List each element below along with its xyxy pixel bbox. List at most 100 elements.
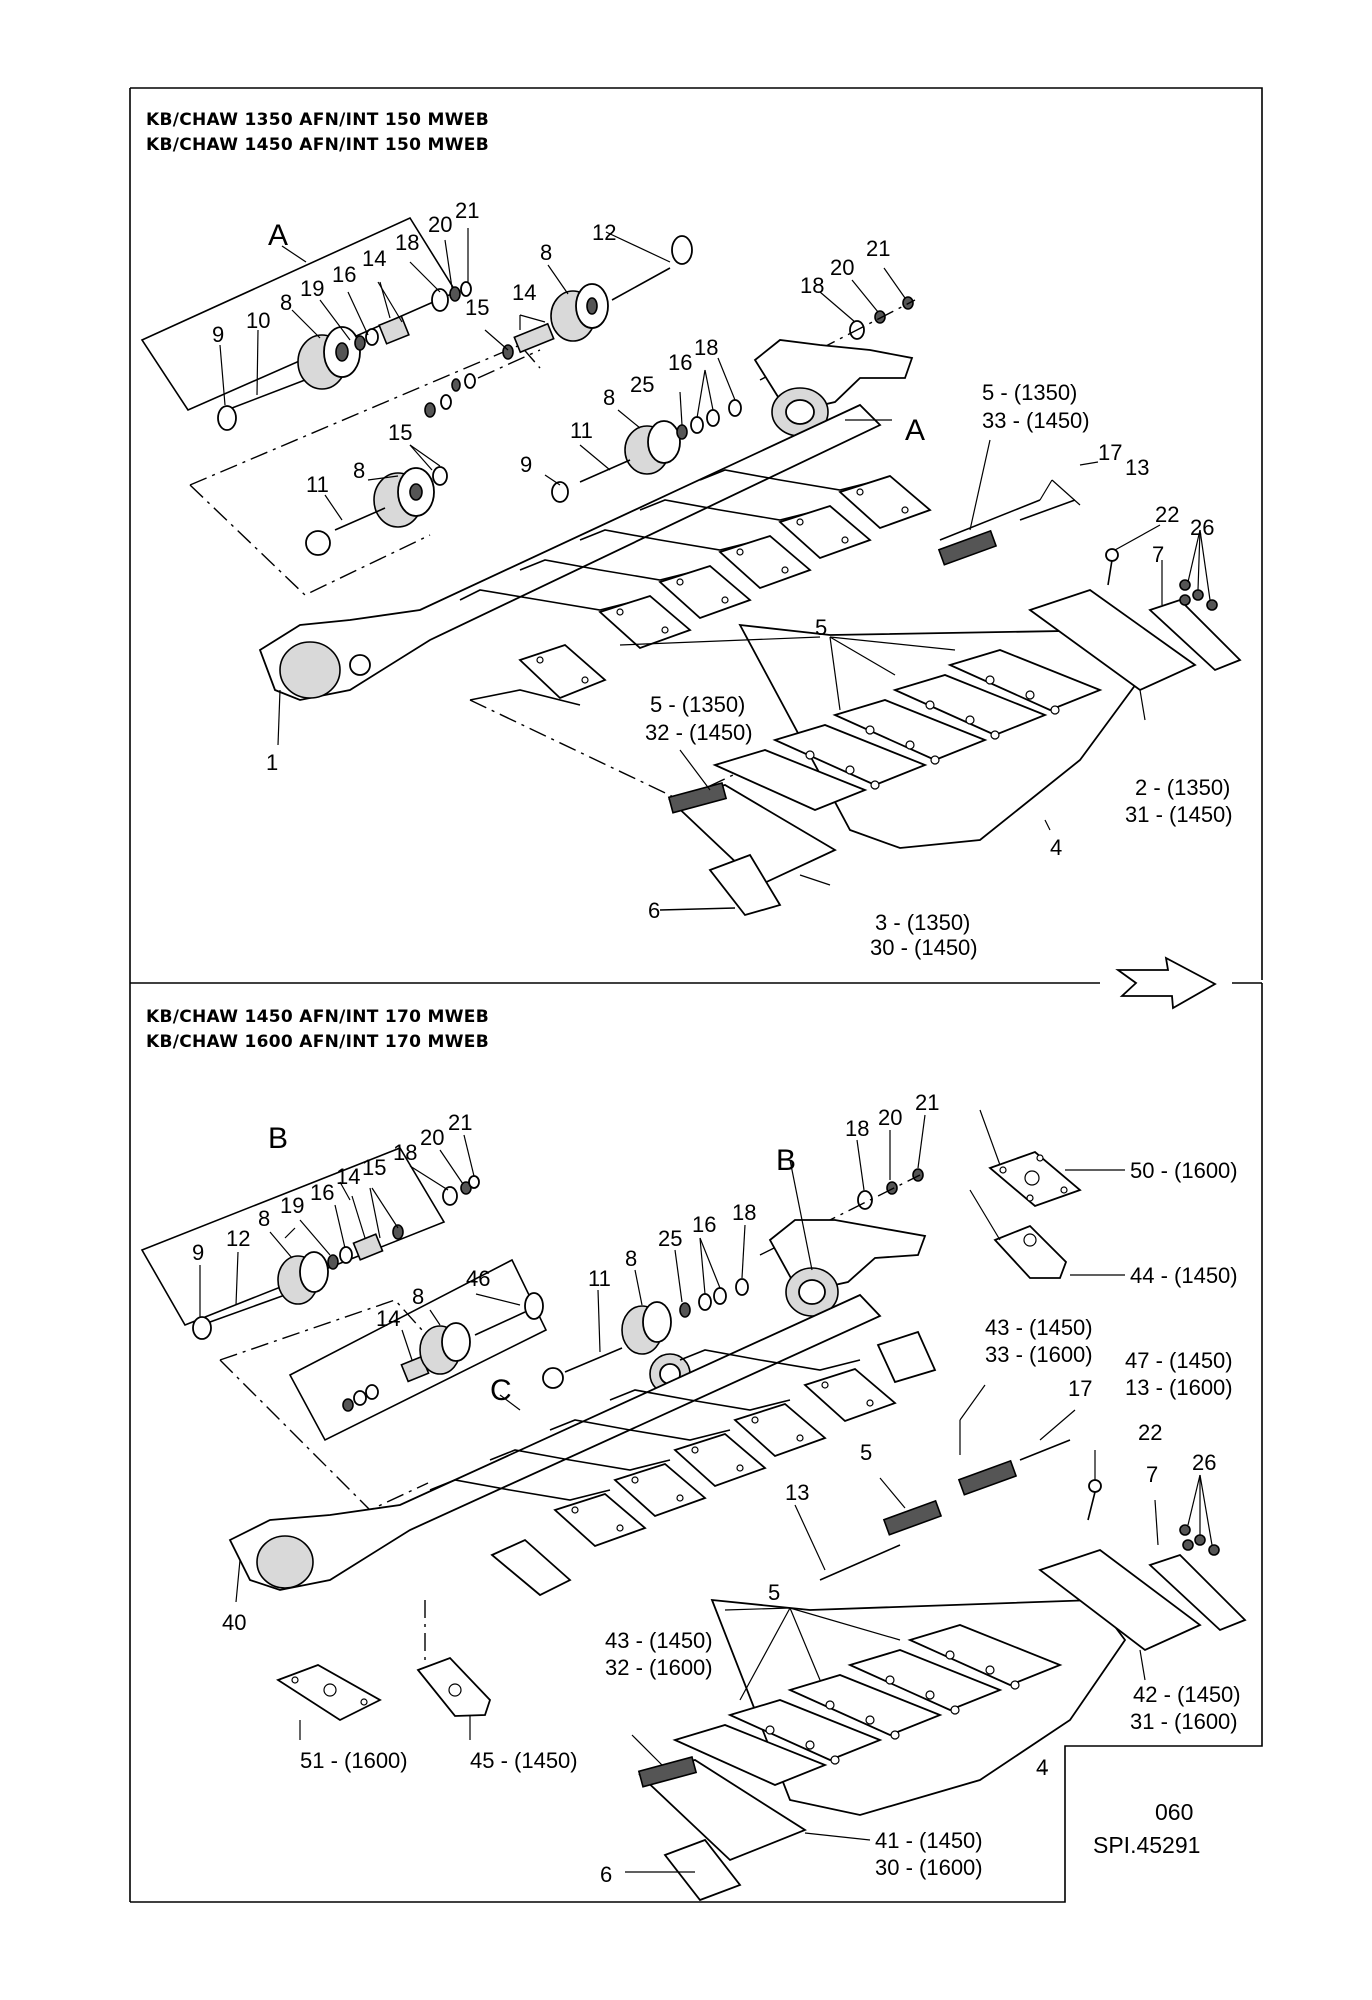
- main-beam-bottom: [228, 1293, 882, 1591]
- label-11-mid: 11: [570, 418, 593, 443]
- roller-8-top-left: [297, 326, 361, 390]
- label-19: 19: [280, 1193, 304, 1218]
- labels-bottom: B B C 9 12 8 19 16 14 15 18 20 21 14 8 4…: [192, 1090, 1241, 1887]
- label-21: 21: [448, 1110, 472, 1135]
- detail-b-parts: [192, 1175, 480, 1340]
- washers-right: [759, 296, 916, 381]
- arm-pads-top: [459, 469, 932, 706]
- detail-c-box: [288, 1258, 548, 1442]
- label-26: 26: [1192, 1450, 1216, 1475]
- label-18-right: 18: [800, 273, 824, 298]
- label-16: 16: [310, 1180, 334, 1205]
- label-47-1450: 47 - (1450): [1125, 1348, 1233, 1373]
- labels-top: A A 9 10 8 19 16 14 18 20 21 8 12 14 15 …: [212, 198, 1233, 960]
- label-18-right: 18: [845, 1116, 869, 1141]
- detail-letter-c: C: [490, 1374, 512, 1407]
- label-30-1600: 30 - (1600): [875, 1855, 983, 1880]
- label-9: 9: [212, 322, 224, 347]
- label-50-1600: 50 - (1600): [1130, 1158, 1238, 1183]
- label-25: 25: [658, 1226, 682, 1251]
- label-15: 15: [465, 295, 489, 320]
- detail-letter-b: B: [268, 1122, 288, 1155]
- label-11-left: 11: [306, 472, 329, 497]
- label-13: 13: [785, 1480, 809, 1505]
- diagram-bottom: KB/CHAW 1450 AFN/INT 170 MWEB KB/CHAW 16…: [140, 1007, 1247, 1902]
- label-17: 17: [1098, 440, 1122, 465]
- label-10: 10: [246, 308, 270, 333]
- bottom-header-line2: KB/CHAW 1600 AFN/INT 170 MWEB: [146, 1032, 489, 1052]
- label-4: 4: [1050, 835, 1062, 860]
- drawing-reference: 060 SPI.45291: [1093, 1799, 1200, 1858]
- label-22: 22: [1155, 502, 1179, 527]
- label-16-mid: 16: [668, 350, 692, 375]
- page-number: 060: [1155, 1799, 1193, 1825]
- continuation-arrow-icon: [1115, 956, 1217, 1010]
- detail-letter-a-target: A: [905, 414, 925, 447]
- label-5-upper: 5: [860, 1440, 872, 1465]
- label-20-right: 20: [830, 255, 854, 280]
- label-18: 18: [393, 1140, 417, 1165]
- label-20: 20: [428, 212, 452, 237]
- label-18-mid: 18: [732, 1200, 756, 1225]
- left-roller-assembly: [305, 466, 448, 556]
- label-5: 5: [815, 615, 827, 640]
- label-18-mid: 18: [694, 335, 718, 360]
- label-5-1350-right: 5 - (1350): [982, 380, 1077, 405]
- label-8-upper: 8: [540, 240, 552, 265]
- label-13-1600: 13 - (1600): [1125, 1375, 1233, 1400]
- label-12: 12: [226, 1226, 250, 1251]
- label-8-left: 8: [353, 458, 365, 483]
- label-16-mid: 16: [692, 1212, 716, 1237]
- label-12: 12: [592, 220, 616, 245]
- leaders-top: [219, 228, 1211, 886]
- arm-pads-bottom: [429, 1330, 937, 1597]
- pivot-bracket-top: [753, 339, 914, 437]
- diagram-top: KB/CHAW 1350 AFN/INT 150 MWEB KB/CHAW 14…: [140, 110, 1242, 960]
- label-9: 9: [192, 1240, 204, 1265]
- label-43-1450-right: 43 - (1450): [985, 1315, 1093, 1340]
- bolts-26-top: [1179, 579, 1218, 611]
- washers-left: [424, 349, 541, 418]
- label-21: 21: [455, 198, 479, 223]
- top-header-line2: KB/CHAW 1450 AFN/INT 150 MWEB: [146, 135, 489, 155]
- label-25: 25: [630, 372, 654, 397]
- label-14: 14: [336, 1164, 360, 1189]
- middle-roller-assembly: [551, 399, 742, 503]
- label-1: 1: [266, 750, 278, 775]
- label-15: 15: [362, 1155, 386, 1180]
- washers-right-bottom: [759, 1168, 924, 1256]
- label-14-upper: 14: [512, 280, 536, 305]
- detail-b-box: [140, 1147, 446, 1326]
- label-14-c: 14: [376, 1306, 400, 1331]
- label-8-mid: 8: [603, 385, 615, 410]
- label-33-1450: 33 - (1450): [982, 408, 1090, 433]
- leaders-bottom: [199, 1109, 1213, 1873]
- main-beam-top: [258, 403, 882, 701]
- label-2-1350: 2 - (1350): [1135, 775, 1230, 800]
- shaft-12: [502, 235, 693, 360]
- shaft-10: [217, 379, 306, 431]
- detail-c-parts: [342, 1292, 544, 1412]
- label-11: 11: [588, 1266, 611, 1291]
- label-6: 6: [648, 898, 660, 923]
- label-42-1450: 42 - (1450): [1133, 1682, 1241, 1707]
- label-20-right: 20: [878, 1105, 902, 1130]
- drawing-ref-number: SPI.45291: [1093, 1832, 1200, 1858]
- label-17: 17: [1068, 1376, 1092, 1401]
- label-45-1450: 45 - (1450): [470, 1748, 578, 1773]
- flight-plates-top: [659, 499, 1242, 917]
- loose-brackets: [276, 1150, 1082, 1722]
- label-3-1350: 3 - (1350): [875, 910, 970, 935]
- label-5-lower: 5: [768, 1580, 780, 1605]
- label-7: 7: [1152, 542, 1164, 567]
- label-4: 4: [1036, 1755, 1048, 1780]
- label-8: 8: [280, 290, 292, 315]
- label-14: 14: [362, 246, 386, 271]
- detail-letter-b-target: B: [776, 1144, 796, 1177]
- label-32-1600: 32 - (1600): [605, 1655, 713, 1680]
- label-26: 26: [1190, 515, 1214, 540]
- label-9-mid: 9: [520, 452, 532, 477]
- label-30-1450: 30 - (1450): [870, 935, 978, 960]
- label-8-c: 8: [412, 1284, 424, 1309]
- drawing-frame: [129, 87, 1263, 1903]
